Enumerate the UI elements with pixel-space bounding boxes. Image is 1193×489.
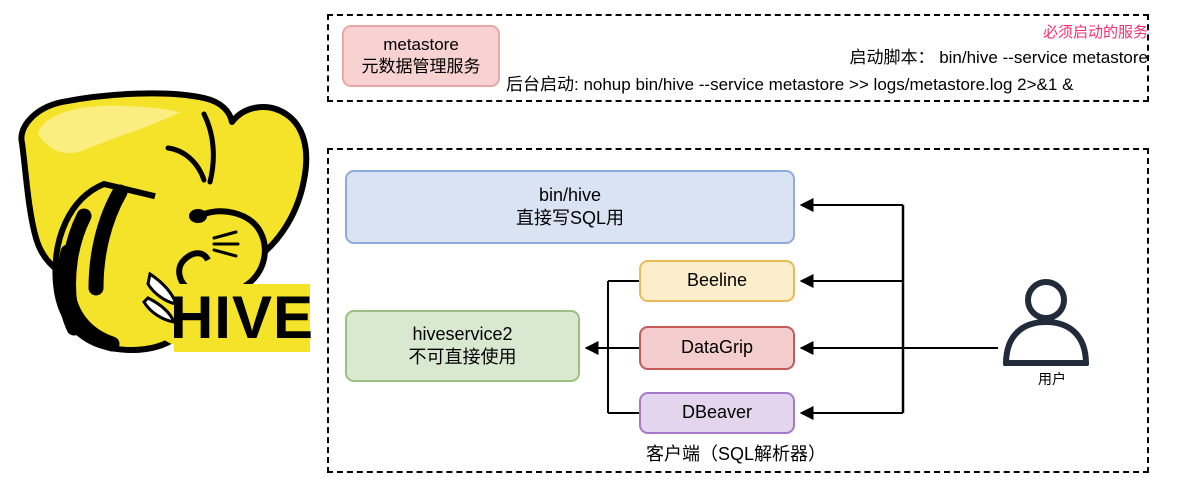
metastore-section-container xyxy=(327,14,1149,102)
note-must-start-service: 必须启动的服务 xyxy=(1042,24,1148,41)
node-dbeaver-label: DBeaver xyxy=(681,402,753,423)
node-datagrip-label: DataGrip xyxy=(680,337,754,358)
node-bin-hive[interactable]: bin/hive 直接写SQL用 xyxy=(345,170,795,244)
node-beeline-label: Beeline xyxy=(686,270,748,291)
node-bin-hive-line2: 直接写SQL用 xyxy=(515,208,625,228)
hive-wordmark: HIVE xyxy=(170,284,314,352)
node-metastore[interactable]: metastore 元数据管理服务 xyxy=(342,25,500,87)
client-section-caption: 客户端（SQL解析器） xyxy=(646,444,827,464)
node-metastore-line2: 元数据管理服务 xyxy=(361,57,481,76)
node-hiveservice2[interactable]: hiveservice2 不可直接使用 xyxy=(345,310,580,382)
hive-elephant-glyph xyxy=(18,90,310,353)
client-section-container xyxy=(327,148,1149,473)
node-datagrip[interactable]: DataGrip xyxy=(639,326,795,370)
node-metastore-line1: metastore xyxy=(383,35,459,55)
node-hiveservice2-line1: hiveservice2 xyxy=(412,323,513,344)
note-background-start: 后台启动: nohup bin/hive --service metastore… xyxy=(506,75,1074,94)
node-beeline[interactable]: Beeline xyxy=(639,260,795,302)
note-start-script: 启动脚本： bin/hive --service metastore xyxy=(849,48,1148,67)
node-hiveservice2-line2: 不可直接使用 xyxy=(408,347,517,367)
hive-logo: HIVE xyxy=(8,88,318,363)
svg-text:HIVE: HIVE xyxy=(170,284,314,351)
node-dbeaver[interactable]: DBeaver xyxy=(639,392,795,434)
user-icon xyxy=(998,278,1094,366)
user-label: 用户 xyxy=(1038,371,1066,387)
node-bin-hive-line1: bin/hive xyxy=(538,184,602,205)
